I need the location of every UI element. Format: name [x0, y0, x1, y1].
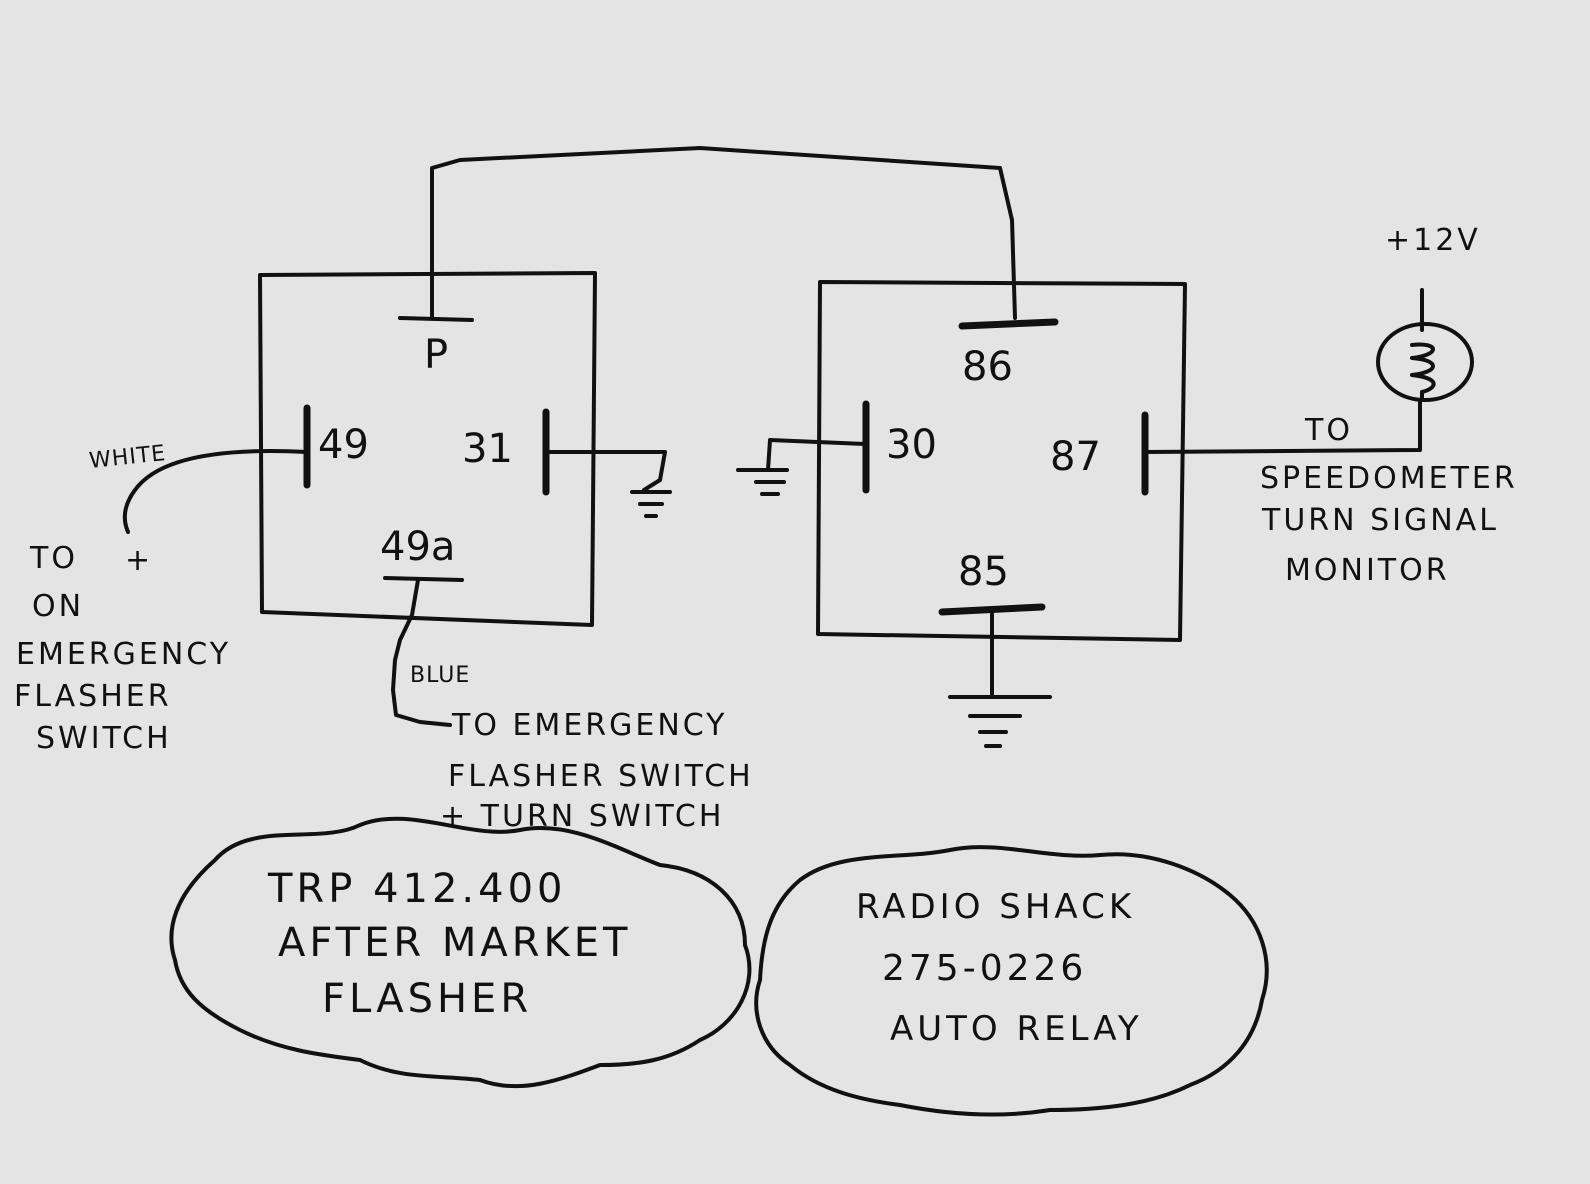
wire-87-to-monitor: [1143, 398, 1422, 454]
wire-p-to-86: [430, 146, 1017, 320]
wire-31-to-ground: [544, 450, 667, 492]
right-note-line: MONITOR: [1285, 553, 1450, 588]
relay-part-cloud: RADIO SHACK 275-0226 AUTO RELAY: [754, 845, 1269, 1117]
left-note: TO + ON EMERGENCY FLASHER SWITCH: [14, 541, 231, 756]
supply-label: +12V: [1385, 223, 1481, 258]
flasher-box: [258, 271, 597, 627]
pin-31-label: 31: [462, 426, 513, 472]
pin-86-label: 86: [962, 344, 1013, 390]
left-note-line: +: [125, 543, 153, 578]
right-note-line: TURN SIGNAL: [1261, 503, 1499, 538]
bottom-note-line: FLASHER SWITCH: [448, 759, 754, 794]
pin-87-label: 87: [1050, 434, 1101, 480]
pin-49a-label: 49a: [380, 524, 455, 570]
cloud-left-line: AFTER MARKET: [278, 920, 632, 966]
cloud-right-line: AUTO RELAY: [890, 1009, 1143, 1049]
wire-white-label: WHITE: [88, 441, 167, 474]
right-note-line: TO: [1304, 413, 1353, 448]
pin-86-terminal: [958, 318, 1059, 330]
right-note-line: SPEEDOMETER: [1260, 461, 1518, 496]
pin-49a-terminal: [383, 576, 464, 582]
cloud-right-line: 275-0226: [882, 948, 1087, 989]
cloud-left-line: FLASHER: [322, 976, 532, 1022]
cloud-right-line: RADIO SHACK: [856, 887, 1135, 927]
left-note-line: TO: [29, 541, 78, 576]
left-note-line: ON: [32, 589, 84, 624]
wire-blue: [391, 578, 452, 727]
right-note: TO SPEEDOMETER TURN SIGNAL MONITOR: [1260, 413, 1518, 588]
pin-85-label: 85: [958, 549, 1009, 595]
bottom-note-line: + TURN SWITCH: [440, 799, 724, 834]
relay-box: [816, 280, 1187, 642]
bottom-note: TO EMERGENCY FLASHER SWITCH + TURN SWITC…: [440, 708, 754, 834]
flasher-part-cloud: TRP 412.400 AFTER MARKET FLASHER: [169, 816, 752, 1089]
left-note-line: EMERGENCY: [16, 637, 231, 672]
pin-49-label: 49: [318, 422, 369, 468]
cloud-left-line: TRP 412.400: [267, 866, 566, 912]
pin-30-label: 30: [886, 422, 937, 468]
wire-30-to-ground: [766, 438, 867, 472]
lamp-icon: [1376, 288, 1474, 402]
bottom-note-line: TO EMERGENCY: [451, 708, 728, 743]
ground-symbol-30: [736, 468, 789, 496]
wire-blue-label: BLUE: [410, 663, 470, 688]
ground-symbol-85: [948, 695, 1052, 748]
left-note-line: SWITCH: [36, 721, 172, 756]
ground-symbol-31: [630, 490, 672, 518]
left-note-line: FLASHER: [14, 679, 172, 714]
wire-white: [122, 449, 309, 534]
pin-p-label: P: [424, 332, 448, 378]
pin-p-terminal: [398, 316, 474, 322]
